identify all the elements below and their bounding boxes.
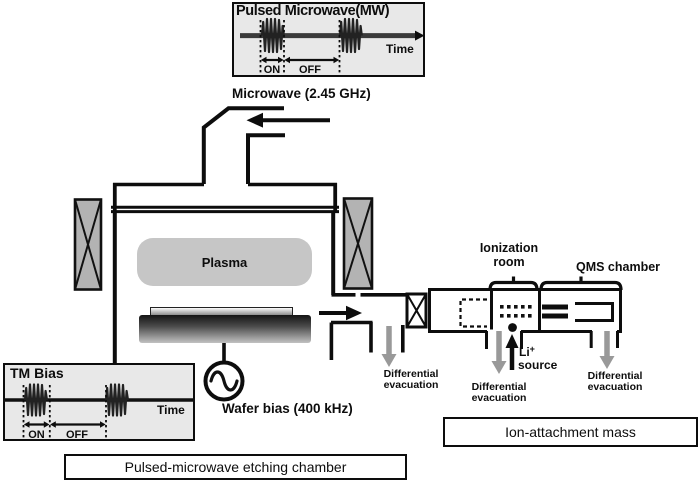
ion-grid-dots: [500, 305, 532, 318]
gas-flow-arrow-icon: [319, 305, 362, 321]
mw-pulse-bursts: [260, 17, 363, 54]
tm-on-off-span-arrows: [23, 421, 106, 428]
differential-evacuation-label-3: Differential evacuation: [587, 370, 643, 394]
differential-evacuation-label-1: Differential evacuation: [383, 368, 439, 392]
ac-source-icon: [203, 360, 245, 402]
mw-on-off-span-arrows: [260, 56, 340, 64]
li-source-label: Li+ source: [518, 344, 558, 373]
waveguide-input-arrow-icon: [246, 112, 330, 128]
differential-evacuation-label-2: Differential evacuation: [471, 381, 527, 405]
tm-on-label: ON: [28, 428, 45, 441]
mw-inset-title: Pulsed Microwave(MW): [236, 3, 390, 19]
plasma-region: Plasma: [137, 238, 312, 286]
li-source-dot: [508, 323, 517, 332]
tm-time-label: Time: [157, 402, 185, 417]
qms-chamber-label: QMS chamber: [575, 260, 661, 274]
tm-pulse-bursts: [23, 383, 130, 417]
brace-qms-chamber: [539, 276, 623, 291]
evac-arrow-2-icon: [491, 331, 507, 374]
gate-valve-icon: [405, 292, 428, 329]
li-source-arrow-icon: [505, 334, 519, 370]
detector: [575, 302, 614, 322]
wafer-bias-label: Wafer bias (400 kHz): [222, 401, 353, 416]
quadrupole-rods: [542, 304, 568, 319]
magnet-coil-left-icon: [73, 198, 103, 291]
evac-arrow-1-icon: [381, 326, 397, 367]
microwave-window: [111, 205, 339, 214]
microwave-source-label: Microwave (2.45 GHz): [232, 86, 371, 101]
etching-chamber-caption: Pulsed-microwave etching chamber: [64, 454, 407, 480]
tm-inset-title: TM Bias: [10, 365, 64, 381]
magnet-coil-right-icon: [342, 197, 374, 290]
tm-off-label: OFF: [66, 428, 88, 441]
wafer-stage: [139, 315, 311, 343]
brace-ionization-room: [488, 276, 539, 291]
beam-dashed-electrode: [459, 298, 487, 328]
mw-on-label: ON: [263, 63, 281, 76]
evac-arrow-3-icon: [599, 331, 615, 369]
tm-dotted-guides: [22, 385, 107, 441]
mw-time-label: Time: [386, 42, 414, 56]
mw-off-label: OFF: [299, 63, 321, 76]
exit-port: [329, 293, 407, 360]
microwave-waveguide: [201, 106, 285, 184]
ionization-room-label: Ionization room: [479, 241, 539, 269]
ion-attachment-mass-caption: Ion-attachment mass: [443, 417, 698, 447]
